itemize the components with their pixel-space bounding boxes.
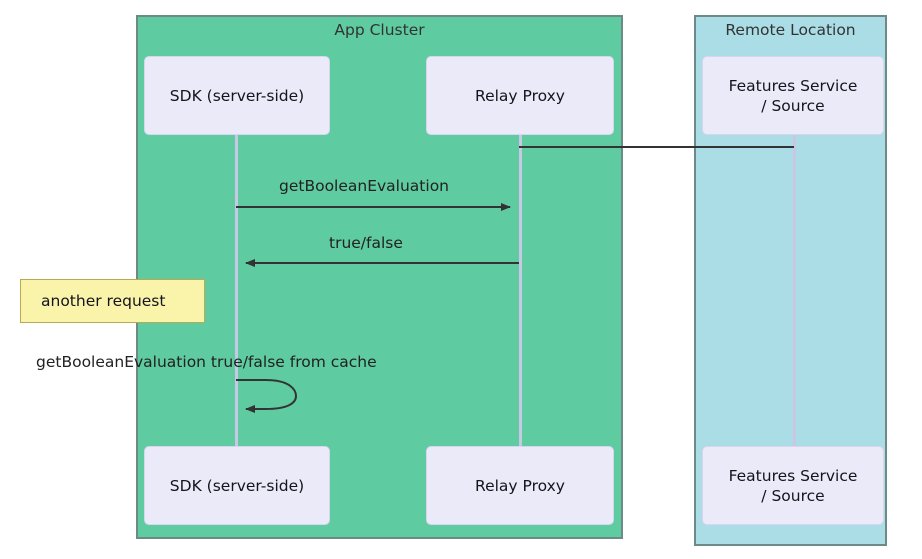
participant-features-top-label-line2: / Source <box>761 96 825 115</box>
message-self-cache-arrow <box>236 379 298 413</box>
participant-relay-bottom-label: Relay Proxy <box>475 476 565 495</box>
note-another-request: another request <box>20 279 205 323</box>
message-get-eval-arrow <box>236 203 511 211</box>
note-another-request-text: another request <box>41 292 166 310</box>
participant-features-bottom-label-line2: / Source <box>761 486 825 505</box>
participant-features-top-label-line1: Features Service <box>728 76 858 95</box>
participant-sdk-top[interactable]: SDK (server-side) <box>144 56 330 135</box>
participant-features-bottom-label-line1: Features Service <box>728 466 858 485</box>
message-return-value-arrow <box>245 259 519 267</box>
message-self-cache-label: getBooleanEvaluation true/false from cac… <box>36 353 377 371</box>
participant-relay-bottom[interactable]: Relay Proxy <box>426 446 614 525</box>
participant-features-top[interactable]: Features Service / Source <box>702 56 884 135</box>
message-return-value-label: true/false <box>329 234 403 252</box>
group-app-cluster-label: App Cluster <box>334 21 425 39</box>
lifeline-sdk <box>235 134 238 450</box>
lifeline-features <box>793 134 796 450</box>
participant-sdk-top-label: SDK (server-side) <box>169 86 305 105</box>
participant-relay-top[interactable]: Relay Proxy <box>426 56 614 135</box>
lifeline-relay <box>519 134 522 450</box>
participant-features-bottom[interactable]: Features Service / Source <box>702 446 884 525</box>
message-get-eval-label: getBooleanEvaluation <box>279 177 450 195</box>
message-connect <box>519 146 794 148</box>
participant-relay-top-label: Relay Proxy <box>475 86 565 105</box>
participant-sdk-bottom[interactable]: SDK (server-side) <box>144 446 330 525</box>
participant-sdk-bottom-label: SDK (server-side) <box>169 476 305 495</box>
group-remote-location-label: Remote Location <box>725 21 856 39</box>
